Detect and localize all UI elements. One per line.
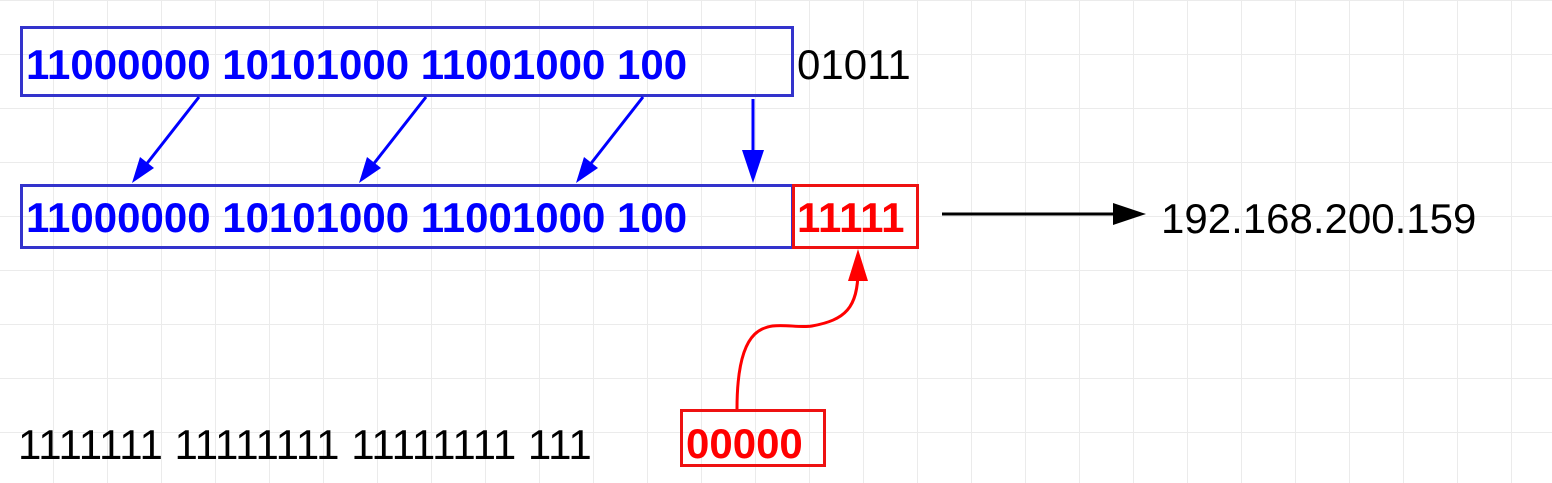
copy-arrow-4: [742, 99, 764, 183]
result-arrow: [942, 203, 1146, 225]
ip-host-bits-top: 01011: [797, 41, 911, 88]
copy-arrow-2: [359, 96, 428, 183]
ip-network-bits-top: 11000000 10101000 11001000 100: [26, 41, 688, 88]
subnet-mask-zero-bits: 00000: [686, 420, 803, 467]
host-portion-box-middle: [792, 184, 919, 249]
network-portion-box-top: [20, 26, 794, 97]
zero-to-ones-arrow: [735, 249, 868, 410]
subnet-mask-ones: 1111111 11111111 11111111 111: [18, 421, 592, 468]
copy-arrow-3: [576, 96, 645, 183]
mask-zero-box: [680, 409, 826, 467]
copy-arrow-1: [132, 96, 201, 183]
broadcast-host-bits: 11111: [797, 194, 905, 241]
broadcast-address-result: 192.168.200.159: [1161, 195, 1477, 242]
broadcast-network-bits: 11000000 10101000 11001000 100: [26, 194, 688, 241]
